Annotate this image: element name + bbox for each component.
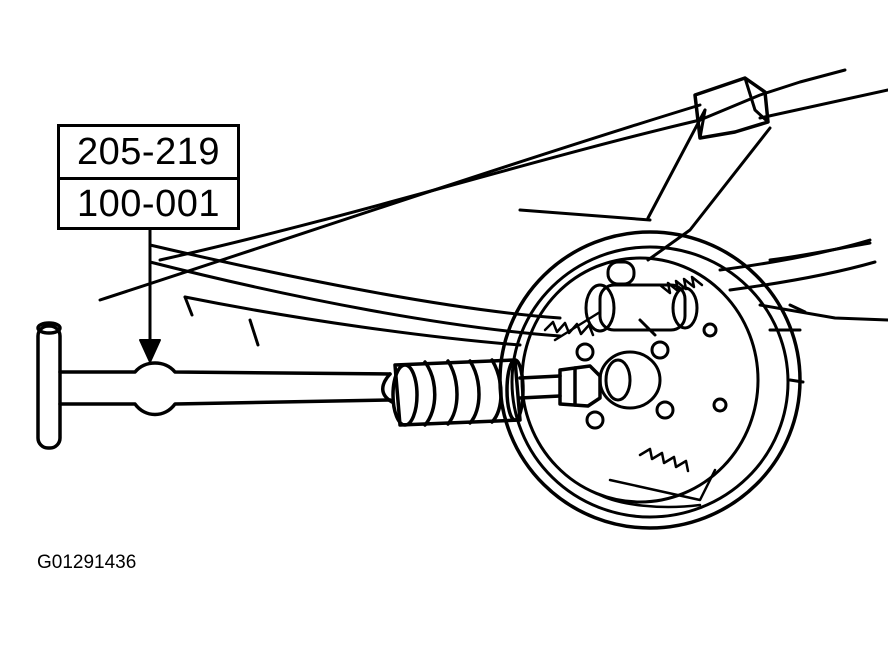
leader-arrow xyxy=(140,230,160,362)
figure-id: G01291436 xyxy=(37,552,137,573)
shock-mount xyxy=(695,78,768,138)
leaf-spring xyxy=(150,240,888,345)
tool-label-primary: 205-219 xyxy=(57,124,240,180)
brake-drum xyxy=(500,232,803,528)
tool-label-secondary: 100-001 xyxy=(57,177,240,230)
wheel-cylinder xyxy=(586,262,697,335)
return-springs xyxy=(545,277,715,507)
slide-hammer xyxy=(38,323,600,448)
